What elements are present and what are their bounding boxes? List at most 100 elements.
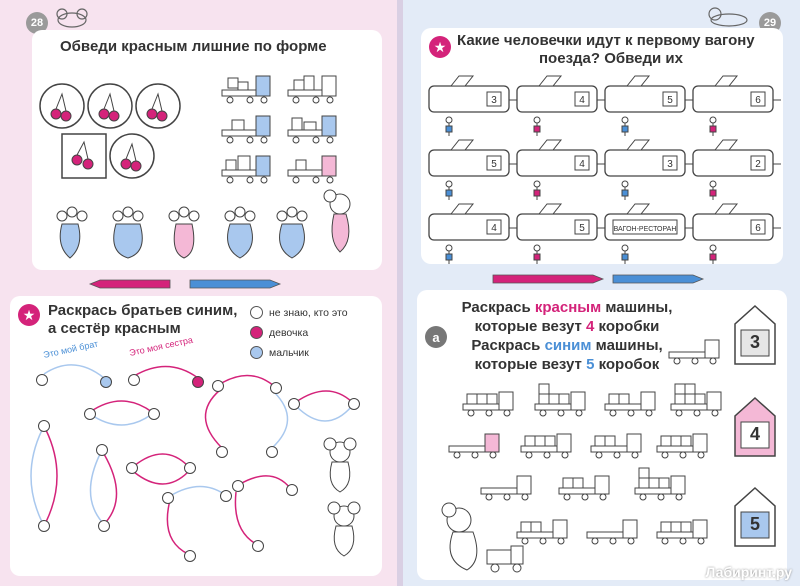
wagon: 4 bbox=[516, 139, 605, 200]
truck-6 bbox=[287, 155, 337, 184]
boy-dot-icon bbox=[250, 346, 263, 359]
wagon: 2 bbox=[692, 139, 781, 200]
cars-task-line-3: Раскрась синим машины, bbox=[471, 337, 663, 354]
truck bbox=[656, 519, 708, 545]
wagon-number: 5 bbox=[579, 223, 585, 234]
wagon-number: 6 bbox=[755, 223, 761, 234]
truck bbox=[670, 383, 722, 417]
wagon: 3 bbox=[604, 139, 693, 200]
wagon: 5 bbox=[428, 139, 517, 200]
wagon: 3 bbox=[428, 75, 517, 136]
cars-illustration bbox=[448, 339, 722, 545]
cherry-circle-1 bbox=[39, 83, 85, 129]
siblings-task-title-2: а сестёр красным bbox=[48, 320, 181, 337]
wagon: 5 bbox=[604, 75, 693, 136]
truck bbox=[634, 467, 686, 501]
wagon: 4 bbox=[428, 203, 517, 264]
wagon-number: 3 bbox=[491, 95, 497, 106]
mouse-icon bbox=[56, 8, 88, 28]
house-number-3: 3 bbox=[749, 332, 760, 352]
pencils-divider-right bbox=[492, 274, 705, 284]
truck bbox=[668, 339, 720, 365]
left-page: 28 Обведи красным лишние по форме bbox=[0, 0, 397, 586]
wagon-number: 5 bbox=[667, 95, 673, 106]
train-task-title-1: Какие человечки идут к первому вагону bbox=[457, 32, 755, 49]
siblings-task-title-1: Раскрась братьев синим, bbox=[48, 302, 238, 319]
vase-4 bbox=[224, 206, 256, 259]
wagon-number: 4 bbox=[579, 159, 585, 170]
truck-5 bbox=[221, 155, 271, 184]
girl-dot-icon bbox=[250, 326, 263, 339]
truck bbox=[656, 433, 708, 459]
page-number-left: 28 bbox=[26, 12, 48, 34]
truck bbox=[516, 519, 568, 545]
vase-2 bbox=[112, 206, 144, 259]
sibling-arrows-diagram: Это мой брат Это моя сестра bbox=[30, 335, 361, 562]
cars-task-line-2: которые везут 4 коробки bbox=[474, 318, 660, 335]
truck-4 bbox=[287, 115, 337, 144]
cars-task-line-4: которые везут 5 коробок bbox=[474, 356, 660, 373]
train-task-panel: ★ Какие человечки идут к первому вагону … bbox=[421, 28, 783, 264]
vase-1 bbox=[56, 206, 88, 259]
truck-3 bbox=[221, 115, 271, 144]
sister-label: Это моя сестра bbox=[128, 335, 193, 358]
wagon-number: 3 bbox=[667, 159, 673, 170]
truck bbox=[604, 391, 656, 417]
house-number-5: 5 bbox=[749, 514, 760, 534]
legend-girl: девочка bbox=[250, 326, 308, 339]
wagon-number: ВАГОН-РЕСТОРАН bbox=[614, 226, 677, 233]
truck bbox=[480, 475, 532, 501]
legend-unknown-label: не знаю, кто это bbox=[269, 306, 348, 319]
wagon-number: 5 bbox=[491, 159, 497, 170]
truck bbox=[448, 433, 500, 459]
house-number-4: 4 bbox=[749, 424, 760, 444]
house-3: 3 bbox=[733, 304, 777, 366]
wagon-number: 4 bbox=[579, 95, 585, 106]
truck bbox=[534, 383, 586, 417]
cars-task-line-1: Раскрась красным машины, bbox=[461, 299, 673, 316]
right-page: 29 ★ Какие человечки идут к первому ваго… bbox=[403, 0, 800, 586]
wagon-number: 2 bbox=[755, 159, 761, 170]
wagon: 4 bbox=[516, 75, 605, 136]
train-task-title-2: поезда? Обведи их bbox=[539, 50, 683, 67]
truck bbox=[586, 519, 638, 545]
cherry-circle-2 bbox=[87, 83, 133, 129]
wagon: ВАГОН-РЕСТОРАН bbox=[604, 203, 693, 264]
cars-task-panel: а Раскрась красным машины, которые везут… bbox=[417, 290, 787, 580]
house-5: 5 bbox=[733, 486, 777, 548]
shapes-task-panel: Обведи красным лишние по форме bbox=[32, 30, 382, 270]
truck bbox=[590, 433, 642, 459]
book-gutter bbox=[397, 0, 403, 586]
star-icon: ★ bbox=[18, 304, 40, 326]
unknown-icon bbox=[250, 306, 263, 319]
truck-2 bbox=[287, 75, 337, 104]
star-icon-right: ★ bbox=[429, 36, 451, 58]
mouse-character bbox=[323, 189, 351, 253]
wagon: 6 bbox=[692, 203, 781, 264]
truck bbox=[558, 475, 610, 501]
truck-1 bbox=[221, 75, 271, 104]
pencils-divider-left bbox=[88, 279, 282, 289]
cherry-circle-4 bbox=[109, 133, 155, 179]
cherry-circle-3 bbox=[135, 83, 181, 129]
shapes-task-title: Обведи красным лишние по форме bbox=[60, 38, 327, 55]
legend-boy-label: мальчик bbox=[269, 346, 309, 359]
shapes-illustration bbox=[39, 75, 351, 259]
task-letter-badge: а bbox=[425, 326, 447, 348]
mouse-with-toy-truck bbox=[441, 502, 524, 573]
siblings-task-panel: ★ Раскрась братьев синим, а сестёр красн… bbox=[10, 296, 382, 576]
mice-characters bbox=[323, 437, 361, 557]
house-4: 4 bbox=[733, 396, 777, 458]
mouse-sleeping-icon bbox=[708, 7, 748, 27]
truck bbox=[520, 433, 572, 459]
wagon: 6 bbox=[692, 75, 781, 136]
legend-girl-label: девочка bbox=[269, 326, 309, 339]
publisher-logo: Лабиринт.ру bbox=[705, 564, 793, 580]
wagon-number: 6 bbox=[755, 95, 761, 106]
cherry-square bbox=[61, 133, 107, 179]
wagon: 5 bbox=[516, 203, 605, 264]
vase-5 bbox=[276, 206, 308, 259]
wagon-number: 4 bbox=[491, 223, 497, 234]
